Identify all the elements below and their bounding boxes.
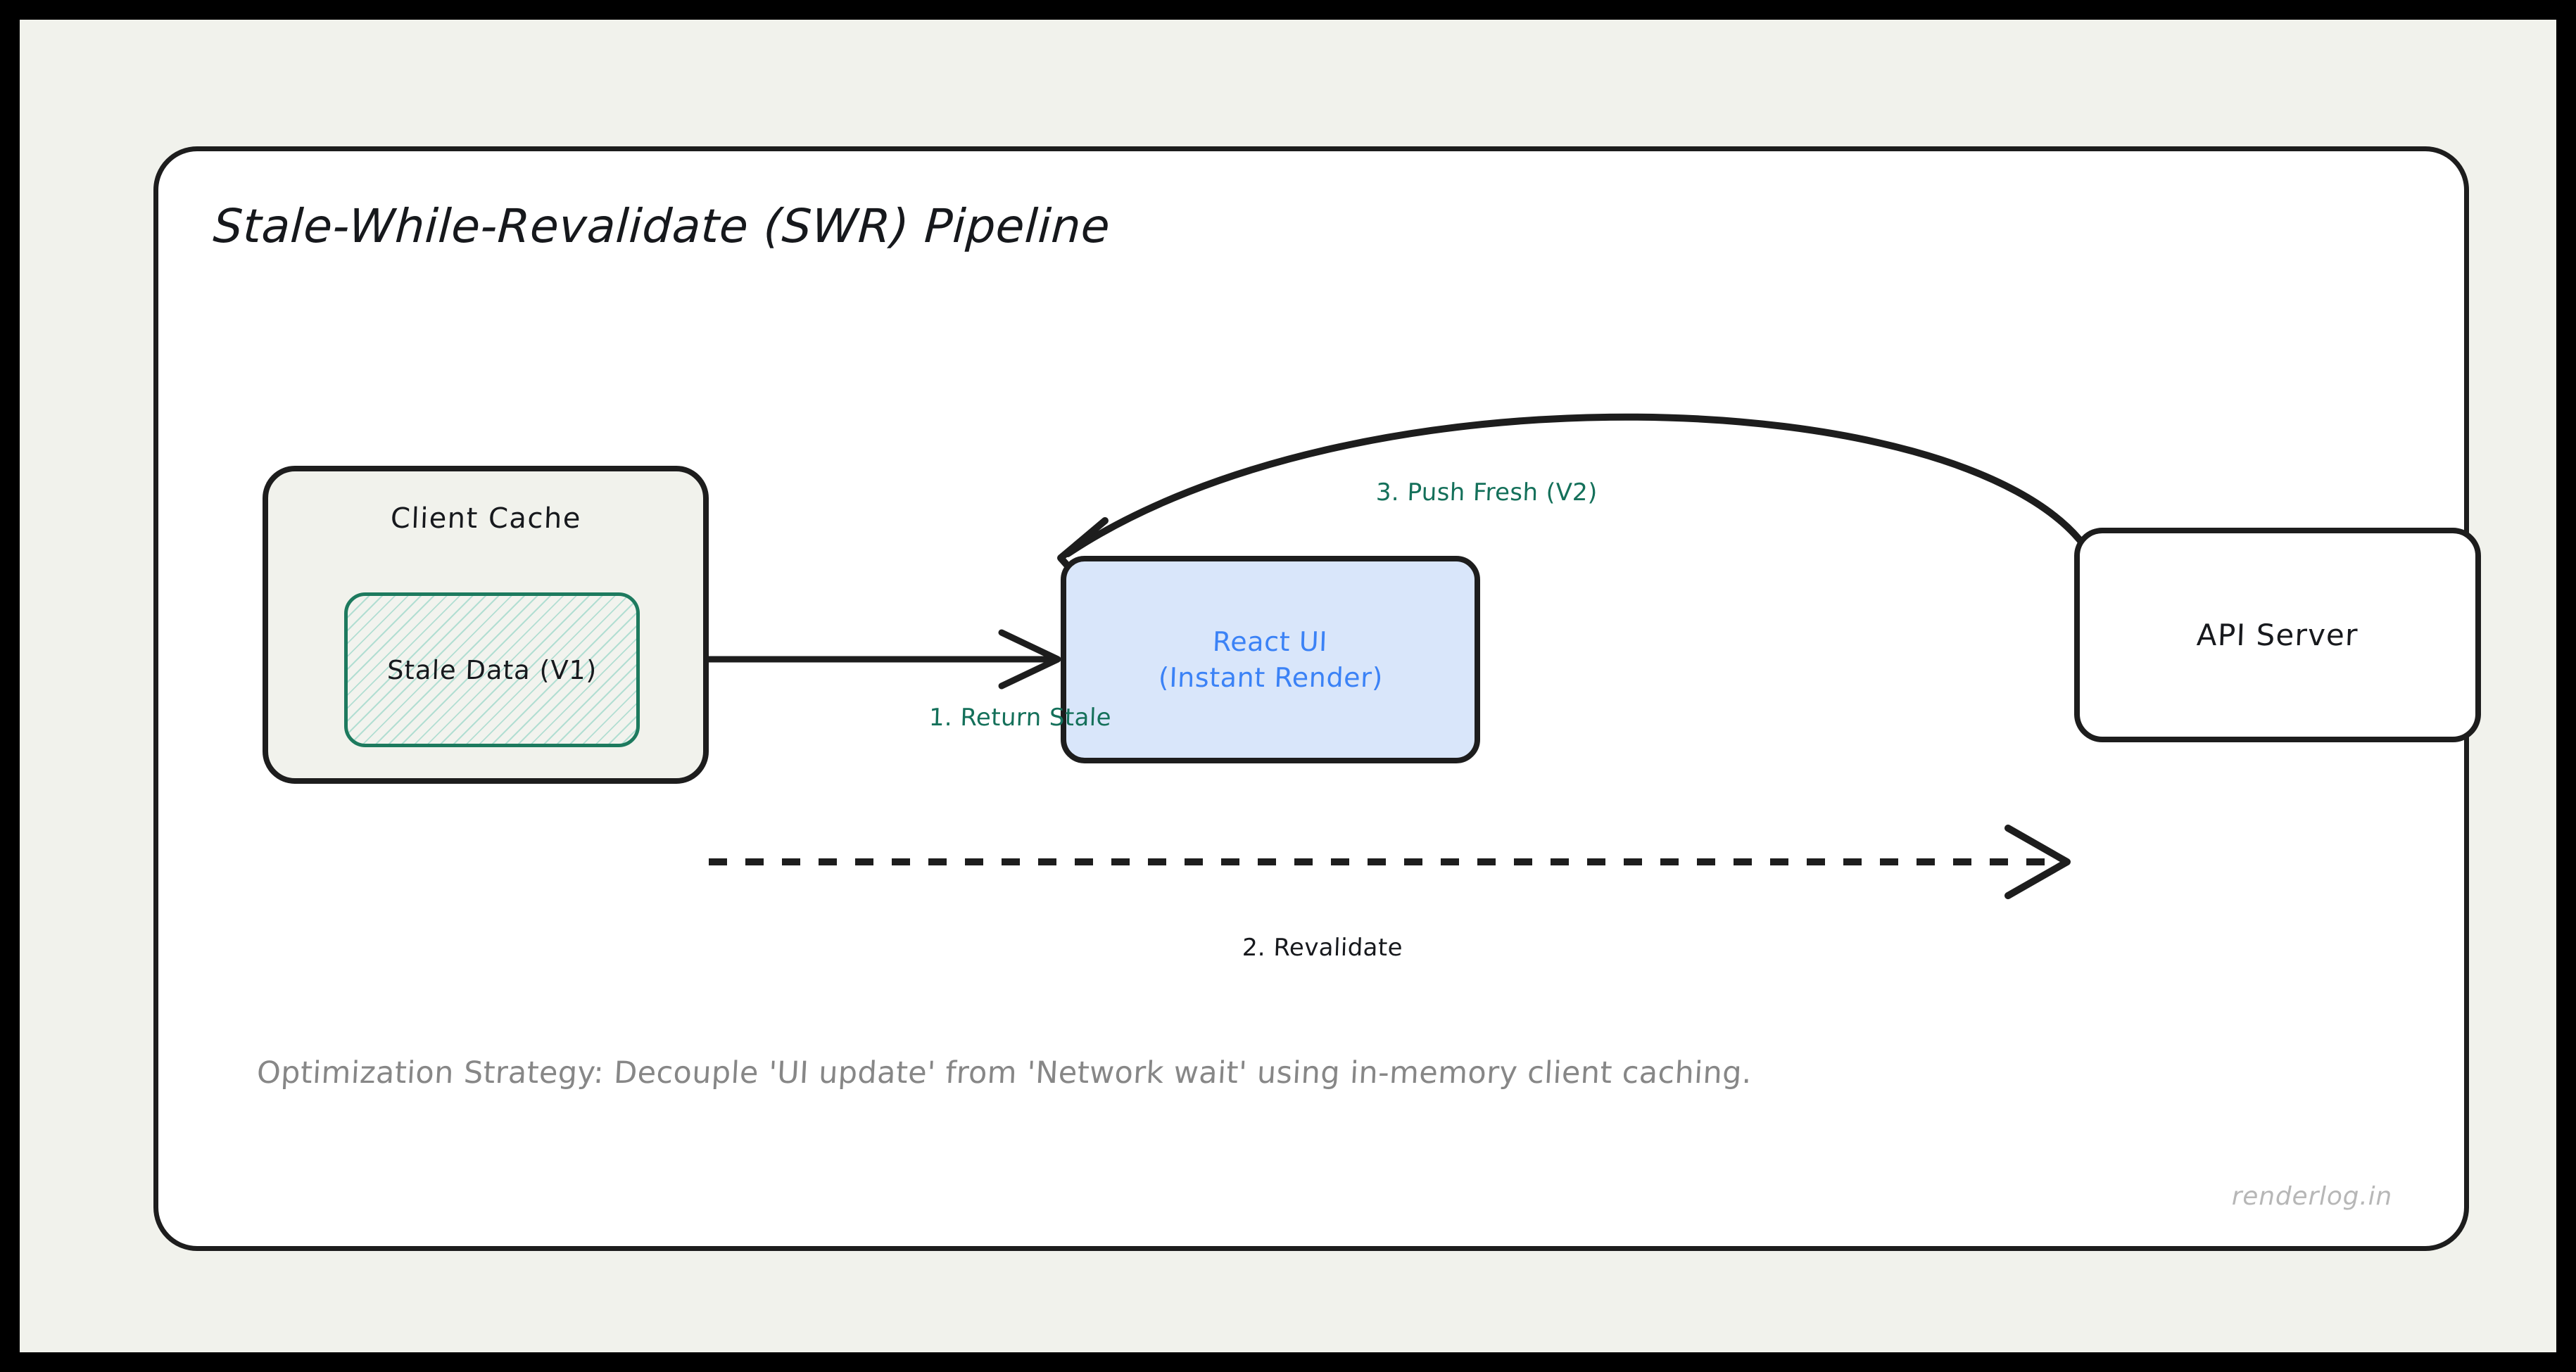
- page-canvas: Stale-While-Revalidate (SWR) Pipeline: [20, 20, 2556, 1352]
- diagram-card: Stale-While-Revalidate (SWR) Pipeline: [153, 146, 2481, 1251]
- node-stale-data-label: Stale Data (V1): [386, 654, 598, 685]
- node-stale-data[interactable]: Stale Data (V1): [344, 592, 640, 747]
- page-title: Stale-While-Revalidate (SWR) Pipeline: [211, 199, 1112, 253]
- edge-label-push-fresh: 3. Push Fresh (V2): [1375, 478, 1598, 507]
- node-react-ui[interactable]: React UI (Instant Render): [1061, 556, 1480, 763]
- edge-revalidate: [709, 825, 2071, 899]
- edge-return-stale: [705, 629, 1061, 690]
- node-client-cache[interactable]: Client Cache Stale Data (V1): [263, 466, 709, 784]
- watermark: renderlog.in: [2231, 1182, 2392, 1211]
- footer-note: Optimization Strategy: Decouple 'UI upda…: [255, 1055, 1753, 1091]
- edge-label-revalidate: 2. Revalidate: [1242, 934, 1403, 962]
- edge-label-return-stale: 1. Return Stale: [928, 704, 1112, 732]
- node-api-server-label: API Server: [2196, 618, 2359, 652]
- node-react-ui-label-line1: React UI: [1212, 626, 1329, 658]
- node-react-ui-label-line2: (Instant Render): [1157, 661, 1384, 693]
- node-client-cache-label: Client Cache: [389, 502, 582, 535]
- node-api-server[interactable]: API Server: [2074, 528, 2481, 742]
